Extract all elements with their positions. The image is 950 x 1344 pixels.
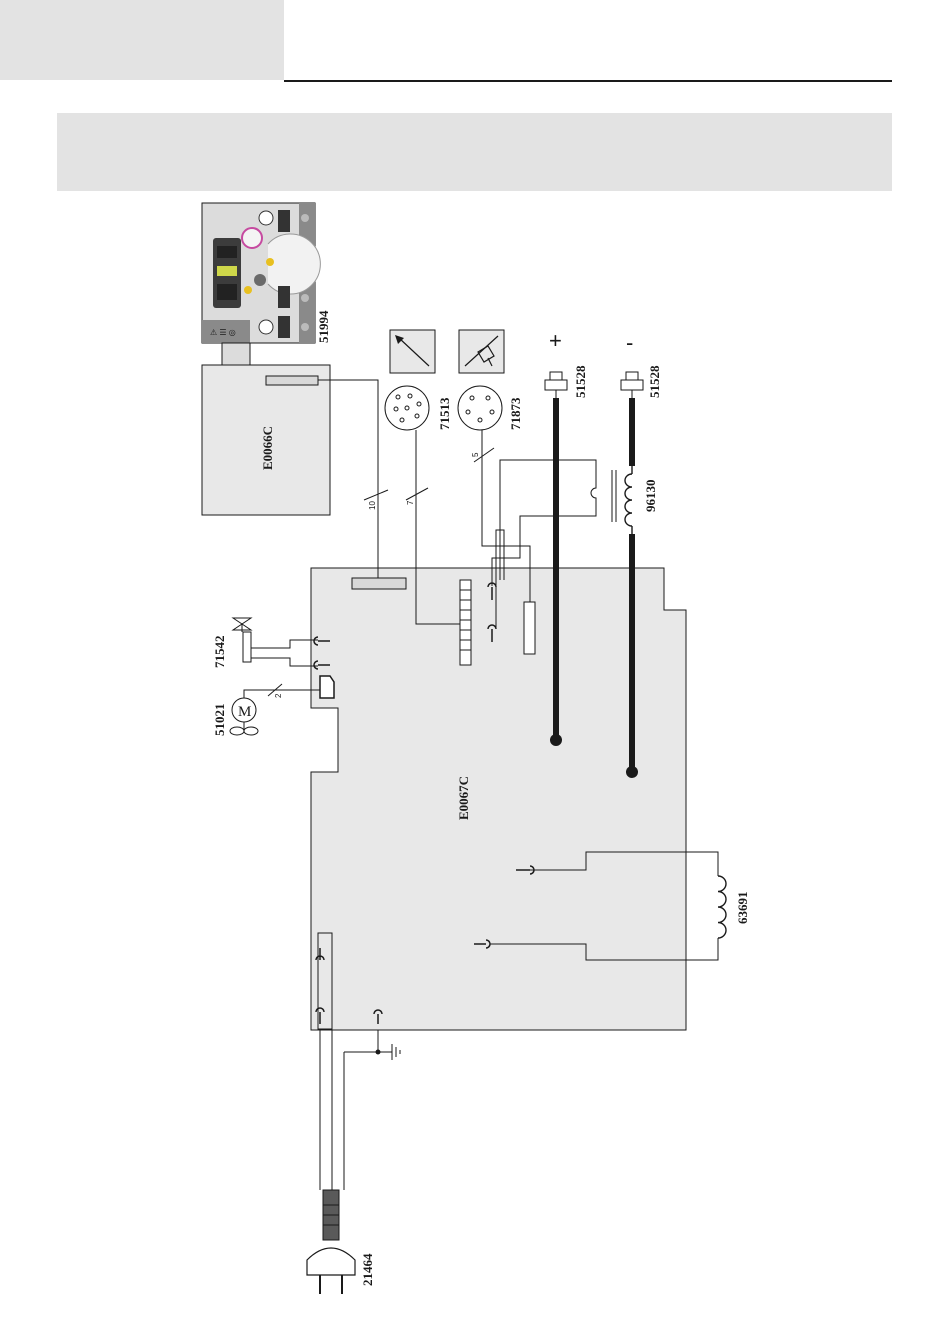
positive-cable-terminal [550, 734, 562, 746]
connector-5pin [458, 386, 502, 430]
fan-wire-count: 2 [274, 693, 283, 698]
ribbon-header-bottom [352, 578, 406, 589]
ground-junction [376, 1050, 381, 1055]
inductor-coil [625, 474, 632, 526]
connector-5pin-label: 71873 [508, 397, 523, 430]
connector-7pin-wire-count: 7 [406, 500, 415, 505]
positive-socket-cap [550, 372, 562, 380]
positive-socket-label: 51528 [573, 365, 588, 398]
fan-motor-symbol: M [238, 704, 251, 720]
negative-sign: - [626, 330, 633, 355]
front-panel: ⚠ ☰ ◎ [202, 203, 320, 343]
positive-sign: + [549, 328, 562, 353]
connector-7pin-header [460, 580, 471, 665]
ground-icon [392, 1044, 400, 1060]
negative-socket-cap [626, 372, 638, 380]
transformer-label: 63691 [735, 892, 750, 925]
panel-part-label: 51994 [316, 310, 331, 343]
fan-label: 51021 [212, 704, 227, 737]
positive-socket-body [545, 380, 567, 390]
power-board-label: E0067C [456, 776, 471, 820]
connector-5pin-wire-count: 5 [471, 452, 480, 457]
connector-7pin-label: 71513 [437, 397, 452, 430]
valve-label: 71542 [212, 636, 227, 669]
solenoid-valve [233, 618, 318, 666]
mains-cable [320, 1030, 392, 1190]
ribbon-wire-count: 10 [368, 501, 377, 510]
ribbon-header-top [266, 376, 318, 385]
inductor-label: 96130 [643, 480, 658, 513]
connector-7pin [385, 386, 429, 430]
negative-socket-body [621, 380, 643, 390]
connector-5pin-header [524, 602, 535, 654]
plug-label: 21464 [360, 1253, 375, 1286]
negative-cable-terminal [626, 766, 638, 778]
negative-socket-label: 51528 [647, 365, 662, 398]
control-board-label: E0066C [260, 426, 275, 470]
fan-connector [320, 676, 334, 698]
plug-body [307, 1248, 355, 1275]
svg-text:⚠ ☰ ◎: ⚠ ☰ ◎ [210, 328, 236, 337]
transformer-coil [718, 876, 726, 938]
